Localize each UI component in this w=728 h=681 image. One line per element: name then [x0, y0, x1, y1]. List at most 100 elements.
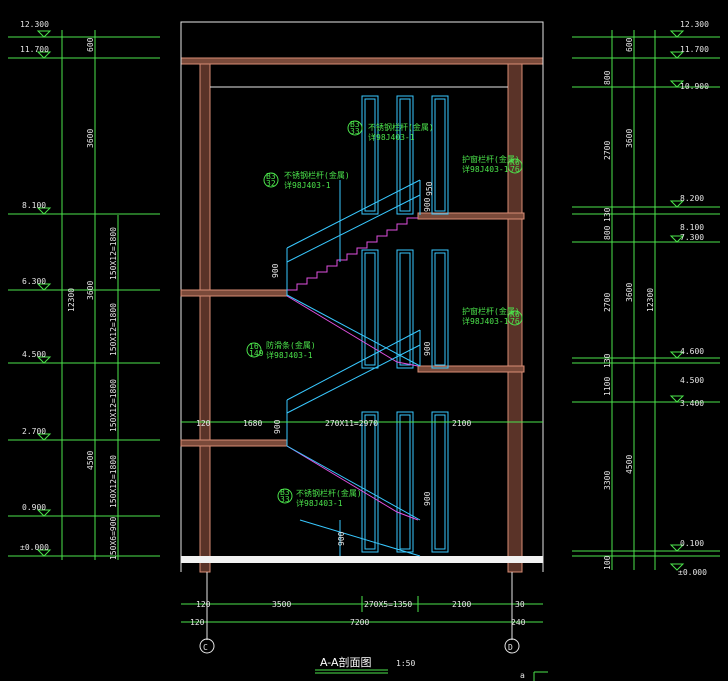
level-mark-left: 0.900	[22, 503, 46, 512]
height-label: 900	[337, 531, 346, 546]
level-mark-right: 4.500	[680, 376, 704, 385]
right-dim-inner: 3300	[603, 471, 612, 490]
title-scale: 1:50	[396, 659, 415, 668]
callout-code: 32	[266, 179, 276, 188]
callout-ref: B3	[266, 172, 276, 181]
mid-dim: 120	[196, 419, 211, 428]
axis-bubble: C	[199, 572, 215, 654]
left-dim-outer: 12300	[67, 288, 76, 312]
right-dim-inner: 100	[603, 555, 612, 570]
right-dim-outer: 3600	[625, 283, 634, 302]
height-label: 900	[423, 197, 432, 212]
bottom-dim: 120	[190, 618, 205, 627]
left-dim-outer: 4500	[86, 451, 95, 470]
bottom-dim: 7200	[350, 618, 369, 627]
callout-line1: 护窗栏杆(金属)	[462, 306, 520, 316]
left-dim-inner: 3600	[86, 129, 95, 148]
mid-dim: 1680	[243, 419, 262, 428]
right-dim-inner: 600	[625, 37, 634, 52]
mid-dim: 270X11=2970	[325, 419, 378, 428]
callout-line1: 护窗栏杆(金属)	[462, 154, 520, 164]
right-dim-inner: 1100	[603, 377, 612, 396]
right-dim-inner: 2700	[603, 293, 612, 312]
left-dim-inner: 150X12=1800	[109, 303, 118, 356]
callout-line1: 不锈钢栏杆(金属)	[284, 170, 350, 180]
callout-line2: 详98J403-1	[284, 180, 331, 190]
level-mark-right: 12.300	[680, 20, 709, 29]
callout-line2: 详98J403-1	[462, 316, 509, 326]
right-dim-outer: 12300	[646, 288, 655, 312]
drawing-title: A-A剖面图 1:50	[315, 655, 415, 674]
callout-line2: 详98J403-1	[296, 498, 343, 508]
bottom-dim: 120	[196, 600, 211, 609]
callout-ref: 16	[249, 342, 259, 351]
height-label: 900	[273, 419, 282, 434]
windows	[361, 95, 449, 553]
bottom-dim: 2100	[452, 600, 471, 609]
callout-ref: K6	[510, 158, 520, 167]
callout-ref: K6	[510, 310, 520, 319]
left-dim-inner: 600	[86, 37, 95, 52]
right-dim-outer: 3600	[625, 129, 634, 148]
level-mark-left: 4.500	[22, 350, 46, 359]
left-dim-inner: 150X12=1800	[109, 227, 118, 280]
left-dim-inner: 150X6=900	[109, 516, 118, 560]
callout-code: 33	[280, 495, 290, 504]
level-mark-right: 10.900	[680, 82, 709, 91]
axis-label: C	[203, 643, 208, 652]
callout-line2: 详98J403-1	[462, 164, 509, 174]
callout-line1: 防滑条(金属)	[266, 340, 316, 350]
right-dim-inner: 800	[603, 70, 612, 85]
left-dim-outer: 3600	[86, 281, 95, 300]
bottom-dim: 240	[511, 618, 526, 627]
callout: B3 32 不锈钢栏杆(金属) 详98J403-1	[263, 170, 350, 190]
height-label: 900	[423, 341, 432, 356]
callout: 16 149 防滑条(金属) 详98J403-1	[246, 340, 316, 360]
callout-code: 76	[510, 165, 520, 174]
level-mark-right: 4.600	[680, 347, 704, 356]
level-mark-left: 11.700	[20, 45, 49, 54]
height-label: 900	[423, 491, 432, 506]
right-dim-inner: 800	[603, 225, 612, 240]
callout-line1: 不锈钢栏杆(金属)	[296, 488, 362, 498]
left-dim-inner: 150X12=1800	[109, 379, 118, 432]
level-mark-right: 8.100	[680, 223, 704, 232]
level-mark-right: ±0.000	[678, 568, 707, 577]
title-text: A-A剖面图	[320, 655, 372, 669]
bottom-dim: 30	[515, 600, 525, 609]
right-dim-inner: 130	[603, 353, 612, 368]
right-level-column	[572, 30, 720, 571]
callout: B3 33 不锈钢栏杆(金属) 详98J403-1	[347, 120, 434, 142]
bottom-dim: 3500	[272, 600, 291, 609]
height-label: 900	[271, 263, 280, 278]
bottom-dim: 270X5=1350	[364, 600, 412, 609]
level-mark-left: 2.700	[22, 427, 46, 436]
callout-ref: B3	[280, 488, 290, 497]
callout-code: 76	[510, 317, 520, 326]
callout: B3 33 不锈钢栏杆(金属) 详98J403-1	[277, 488, 362, 508]
callout-ref: B3	[350, 120, 360, 129]
level-mark-left: 12.300	[20, 20, 49, 29]
left-dim-inner: 150X12=1800	[109, 455, 118, 508]
right-dim-inner: 130	[603, 207, 612, 222]
corner-label: a	[520, 671, 525, 680]
left-level-column	[8, 30, 160, 560]
level-mark-right: 0.100	[680, 539, 704, 548]
callout-code: 149	[249, 349, 264, 358]
right-dim-outer: 4500	[625, 455, 634, 474]
mid-dim: 2100	[452, 419, 471, 428]
right-dim-inner: 2700	[603, 141, 612, 160]
level-mark-left: 8.100	[22, 201, 46, 210]
callout: K6 76 护窗栏杆(金属) 详98J403-1	[462, 154, 523, 174]
callout-line1: 不锈钢栏杆(金属)	[368, 122, 434, 132]
callout-code: 33	[350, 127, 360, 136]
level-mark-right: 8.200	[680, 194, 704, 203]
corner-marker: a	[520, 671, 548, 681]
callout-line2: 详98J403-1	[266, 350, 313, 360]
axis-bubble: D	[504, 572, 520, 654]
callout-line2: 详98J403-1	[368, 132, 415, 142]
level-mark-right: 3.400	[680, 399, 704, 408]
level-mark-right: 7.300	[680, 233, 704, 242]
level-mark-left: ±0.000	[20, 543, 49, 552]
